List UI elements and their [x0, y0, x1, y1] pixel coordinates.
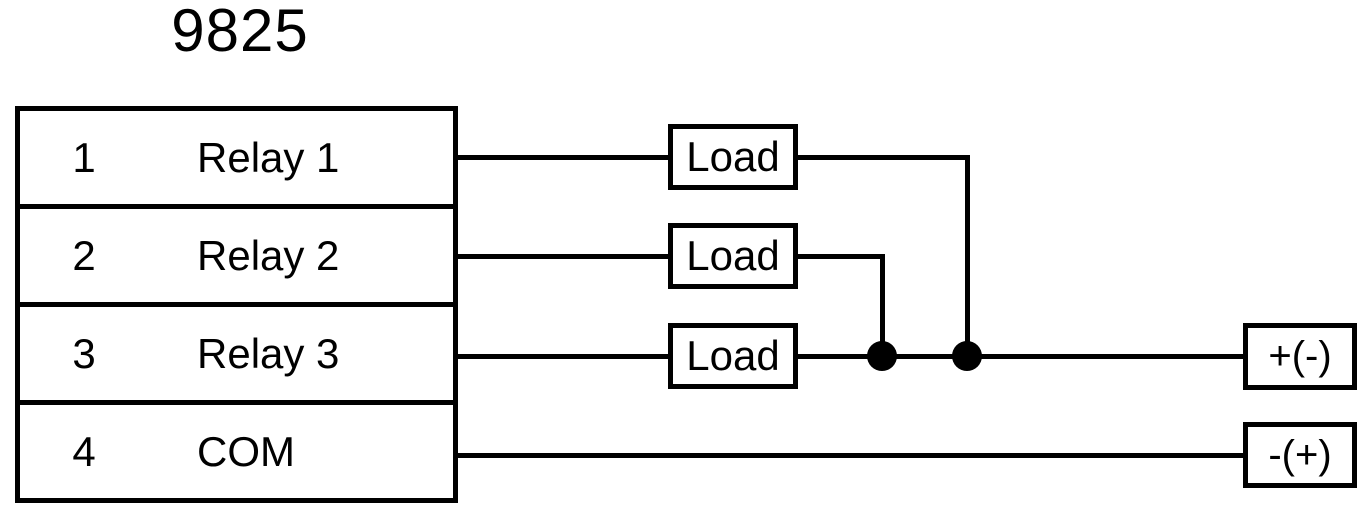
terminal-row-relay3: 3 Relay 3	[20, 302, 453, 400]
load-box-2: Load	[668, 223, 798, 289]
wire-load1-drop	[964, 154, 970, 357]
wire-relay2-to-load2	[458, 253, 670, 259]
pin-label: COM	[197, 427, 295, 475]
pin-number: 4	[72, 427, 96, 475]
positive-terminal: +(-)	[1243, 323, 1357, 390]
negative-terminal: -(+)	[1243, 422, 1357, 488]
wire-load2-drop	[879, 253, 885, 357]
wire-load3-to-positive-terminal	[796, 353, 1245, 359]
pin-label: Relay 2	[197, 231, 340, 279]
wire-relay1-to-load1	[458, 154, 670, 160]
wire-load2-output	[796, 253, 884, 259]
load-box-3: Load	[668, 323, 798, 389]
terminal-row-relay1: 1 Relay 1	[20, 111, 453, 204]
wire-com-to-negative-terminal	[458, 452, 1245, 458]
pin-label: Relay 3	[197, 329, 340, 377]
terminal-row-com: 4 COM	[20, 400, 453, 498]
pin-label: Relay 1	[197, 133, 340, 181]
pin-number: 1	[72, 133, 96, 181]
wire-relay3-to-load3	[458, 353, 670, 359]
junction-dot-load2	[867, 341, 897, 371]
junction-dot-load1	[952, 341, 982, 371]
load-box-1: Load	[668, 124, 798, 190]
device-terminal-box: 1 Relay 1 2 Relay 2 3 Relay 3 4 COM	[15, 106, 458, 503]
terminal-row-relay2: 2 Relay 2	[20, 204, 453, 302]
wire-load1-output	[796, 154, 969, 160]
diagram-title: 9825	[171, 0, 309, 64]
pin-number: 2	[72, 231, 96, 279]
pin-number: 3	[72, 329, 96, 377]
